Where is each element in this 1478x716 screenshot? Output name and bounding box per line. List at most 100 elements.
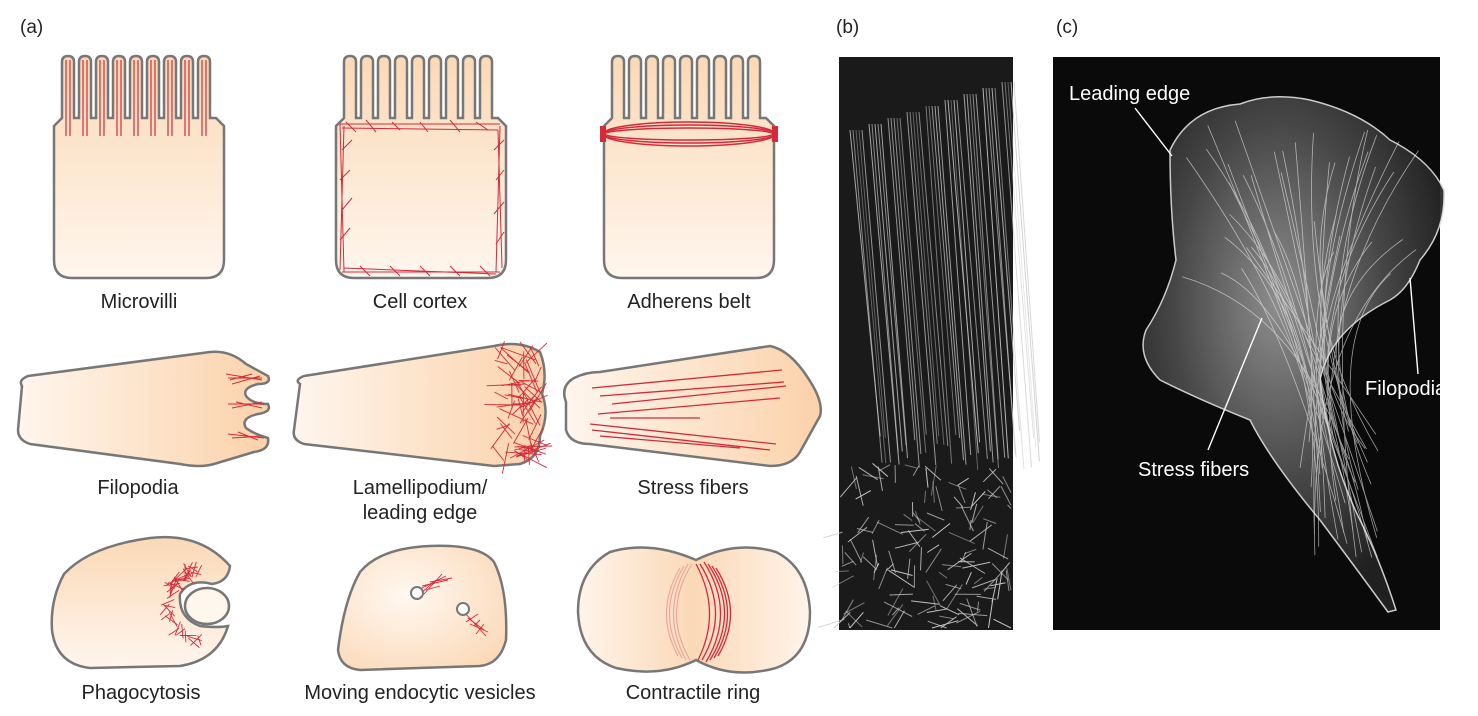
terminal-web-filament (983, 570, 1004, 592)
microvillus-core (871, 123, 899, 453)
actin-filament (529, 427, 544, 453)
label-leading-edge: Leading edge (1069, 83, 1191, 105)
microvillus-core (874, 123, 903, 452)
actin-filament (508, 393, 541, 403)
terminal-web-filament (955, 506, 971, 509)
microvillus-core (953, 99, 981, 443)
panel-c-micrograph (1053, 57, 1445, 630)
microvillus-core (880, 123, 908, 459)
endocytic-cell (336, 544, 508, 672)
stress-fiber-texture (1342, 129, 1369, 557)
terminal-web-filament (987, 547, 1009, 560)
microvillus-core (947, 99, 979, 454)
actin-filament (191, 561, 197, 578)
microvillus-core (918, 111, 949, 447)
stress-fiber-texture (1242, 175, 1345, 534)
vesicle-icon (410, 586, 424, 600)
terminal-web-filament (957, 484, 966, 504)
actin-filament (174, 621, 181, 636)
caption-microvilli: Microvilli (100, 291, 178, 313)
stress-fiber-texture (1337, 135, 1378, 485)
terminal-web-filament (886, 604, 904, 626)
terminal-web-filament (925, 467, 929, 488)
terminal-web-filament (912, 465, 920, 476)
terminal-web-filament (926, 512, 945, 521)
terminal-web-filament (841, 560, 854, 567)
terminal-web-filament (855, 475, 864, 506)
actin-filament (525, 359, 541, 394)
actin-filament (494, 347, 515, 371)
microvillus-core (1001, 81, 1032, 468)
actin-filament (522, 435, 548, 446)
microvillus-core (928, 105, 957, 435)
terminal-web-filament (903, 513, 913, 522)
caption-stress-fibers: Stress fibers (637, 477, 749, 499)
terminal-web-filament (823, 531, 843, 539)
microvillus-core (858, 129, 886, 438)
terminal-web-filament (981, 493, 1001, 498)
terminal-web-filament (878, 464, 891, 472)
microvillus-core (1004, 81, 1035, 438)
terminal-web-filament (976, 601, 980, 612)
phagocytosis-cell (50, 535, 232, 670)
terminal-web-filament (965, 571, 972, 585)
vesicle-icon (456, 602, 470, 616)
terminal-web-filament (888, 569, 915, 588)
microvillus-core (852, 129, 883, 463)
terminal-web-filament (907, 530, 921, 547)
leading-edge-pointer (1134, 107, 1173, 157)
terminal-web-filament (997, 570, 1003, 600)
terminal-web-filament (964, 548, 977, 555)
label-filopodia: Filopodia (1365, 378, 1447, 400)
actin-filament (508, 370, 520, 393)
terminal-web-filament (872, 463, 889, 477)
terminal-web-filament (894, 541, 919, 549)
terminal-web-filament (873, 554, 878, 581)
caption-contractile-ring: Contractile ring (625, 682, 761, 704)
actin-filament (499, 408, 534, 425)
terminal-web-filament (960, 505, 974, 532)
microvillus-core (861, 129, 891, 463)
terminal-web-filament (957, 477, 969, 486)
microvillus-core (994, 87, 1025, 470)
terminal-web-filament (988, 599, 994, 629)
stress-fiber-texture (1220, 272, 1373, 558)
stress-fiber-texture (1246, 247, 1377, 435)
phagocytosed-particle (183, 586, 231, 626)
terminal-web-filament (900, 528, 929, 533)
terminal-web-filament (818, 618, 845, 628)
actin-filament (496, 401, 535, 408)
stress-fiber-texture (1320, 214, 1366, 449)
lamellipodium-cell (292, 341, 553, 474)
terminal-web-filament (865, 619, 893, 629)
microvillus-core (896, 117, 927, 453)
panel-b-micrograph (818, 57, 1040, 630)
terminal-web-filament (973, 577, 983, 585)
terminal-web-filament (872, 539, 878, 567)
stress-fiber-texture (1335, 239, 1403, 444)
terminal-web-filament (966, 598, 978, 627)
microvillus-core (975, 93, 1006, 458)
terminal-web-filament (849, 538, 863, 563)
microvillus-core (966, 93, 994, 463)
terminal-web-filament (982, 468, 997, 483)
terminal-web-filament (927, 620, 947, 629)
terminal-web-filament (888, 550, 896, 573)
microvillus-core (950, 99, 979, 470)
actin-filament (172, 568, 187, 582)
microvillus-core (1013, 81, 1040, 443)
terminal-web-filament (920, 547, 922, 571)
terminal-web-filament (887, 588, 904, 616)
actin-filament (522, 392, 525, 424)
terminal-web-filament (947, 552, 972, 571)
terminal-web-filament (942, 564, 962, 568)
actin-filament (534, 366, 542, 383)
terminal-web-filament (932, 595, 937, 611)
actin-filament (516, 442, 551, 457)
terminal-web-filament (1007, 504, 1012, 509)
actin-filament (528, 414, 542, 440)
terminal-web-filament (983, 518, 997, 524)
panel-label-a: (a) (20, 17, 44, 38)
actin-filament (526, 399, 541, 426)
actin-filament (169, 582, 179, 594)
